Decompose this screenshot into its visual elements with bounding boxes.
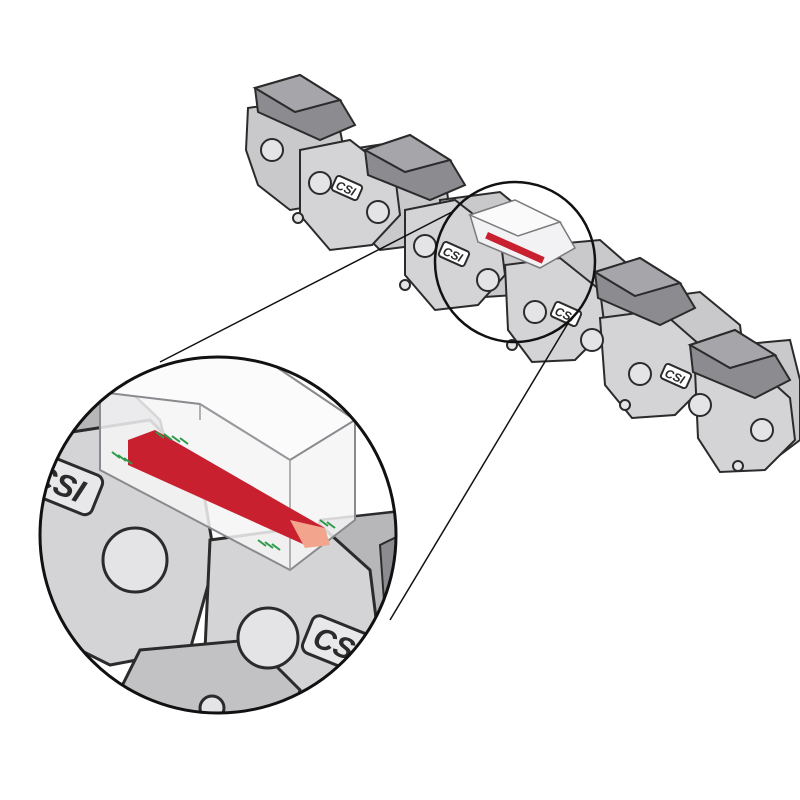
- segment-1: [252, 73, 357, 142]
- segment-magnified-small: [467, 199, 577, 269]
- saw-chain: CSI CSI CSI CSI: [244, 73, 800, 474]
- segment-3: [592, 256, 697, 327]
- magnifier-outline: [38, 355, 398, 715]
- magnifier: CSI CSI: [38, 355, 398, 715]
- rivet-holes: [260, 138, 774, 472]
- cutting-segments: [252, 73, 792, 400]
- green-marks: [111, 431, 336, 551]
- magnified-segment: [97, 357, 357, 572]
- red-strip: [128, 430, 325, 545]
- logo-marks-chain: CSI CSI CSI CSI: [330, 174, 693, 390]
- focus-circle: [433, 180, 597, 344]
- segment-2: [362, 133, 467, 202]
- callout-line-bottom: [389, 319, 571, 621]
- callout-line-top: [159, 211, 453, 363]
- segment-4: [687, 328, 792, 400]
